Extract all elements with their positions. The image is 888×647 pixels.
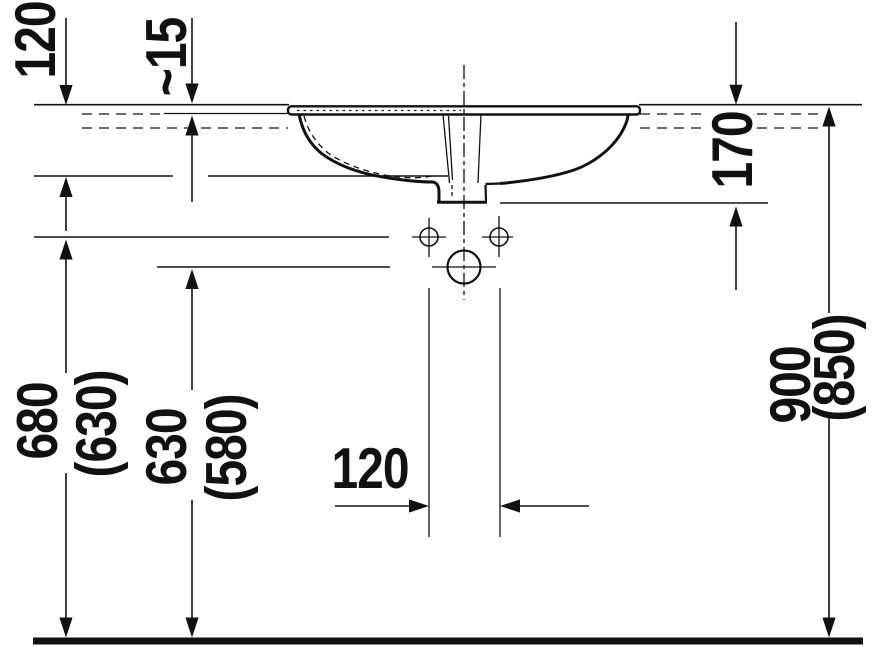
dim-label-drain-height-alt: (580) <box>195 394 259 501</box>
dim-label-drain-height: 630 <box>135 408 199 485</box>
dimension-recess-depth <box>59 18 73 231</box>
faucet-hole-left <box>412 218 446 257</box>
overflow-column <box>442 113 482 199</box>
floor-line <box>33 637 863 645</box>
arrowhead-down <box>59 85 73 105</box>
countertop-lines <box>34 103 862 129</box>
dim-label-tap-hole-distance: 120 <box>331 437 408 501</box>
dimension-drain-height <box>185 269 199 638</box>
arrowhead-up <box>729 206 743 227</box>
arrowhead-left <box>500 499 520 513</box>
dimension-rim-height <box>185 18 199 202</box>
arrowhead-down <box>729 84 743 105</box>
dimension-faucet-height <box>59 239 73 638</box>
drain-hole <box>432 249 496 285</box>
washbasin-section <box>286 65 642 300</box>
arrowhead-down <box>185 83 199 104</box>
dim-label-installation-depth: 170 <box>701 111 765 188</box>
faucet-hole-right <box>482 216 513 257</box>
arrowhead-up <box>185 269 199 289</box>
column-inner-edge <box>447 115 454 181</box>
dimension-labels: 120 ~15 170 680 (630) 630 (580) 900 (850… <box>4 1 867 501</box>
bowl-inner-hidden-line <box>303 115 432 179</box>
arrowhead-down <box>185 617 199 638</box>
reference-lines <box>34 175 768 268</box>
arrowhead-right <box>409 499 429 513</box>
arrowhead-up <box>59 177 73 197</box>
dim-label-rim-height: ~15 <box>135 18 199 96</box>
bowl-outline-left <box>297 113 441 201</box>
mounting-holes <box>412 216 513 285</box>
dim-label-faucet-height-alt: (630) <box>65 370 129 477</box>
arrowhead-down <box>59 617 73 638</box>
arrowhead-up <box>185 115 199 136</box>
dim-label-faucet-height: 680 <box>6 382 70 459</box>
dimension-total-height <box>822 106 836 638</box>
drain-boss-right-step <box>484 182 501 202</box>
bowl-outline-right <box>499 113 630 185</box>
arrowhead-up <box>59 239 73 260</box>
dimension-tap-hole-distance <box>335 288 589 537</box>
dim-label-total-height: 900 <box>759 346 823 423</box>
arrowhead-up <box>822 106 836 127</box>
dim-label-recess-depth: 120 <box>4 1 68 78</box>
arrowhead-down <box>822 617 836 638</box>
column-right-edge <box>477 113 482 184</box>
column-left-edge <box>442 113 451 184</box>
dim-label-total-height-alt: (850) <box>803 314 867 421</box>
dimension-installation-depth <box>729 22 743 290</box>
